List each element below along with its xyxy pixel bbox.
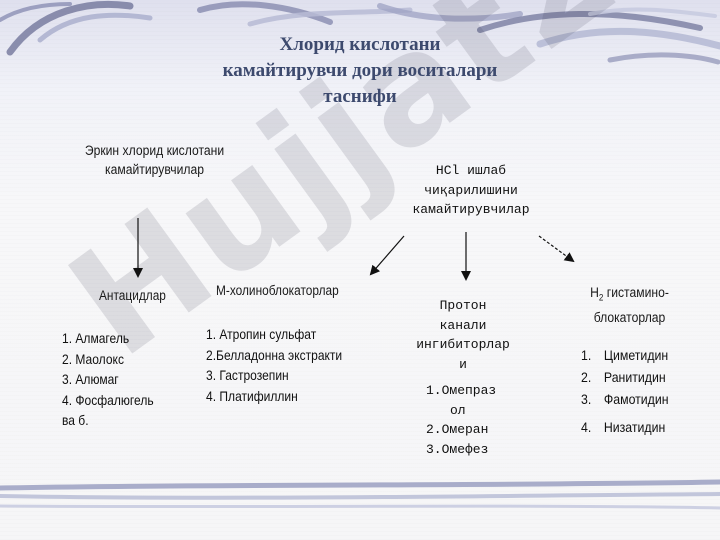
swoosh-top-mid-3 xyxy=(377,3,523,22)
antacid-item: 1. Алмагель xyxy=(62,330,130,346)
m-cholinoblocker-item: 1. Атропин сульфат xyxy=(206,326,317,342)
h2-item: 1. Циметидин xyxy=(581,344,669,366)
proton-heading-line: Протон xyxy=(439,298,487,313)
m-cholinoblocker-item: 4. Платифиллин xyxy=(206,387,298,404)
m-cholinoblockers-heading: М-холиноблокаторлар xyxy=(216,283,339,298)
title-line-3: таснифи xyxy=(323,86,397,107)
free-acid-line-1: Эркин хлорид кислотани xyxy=(84,143,225,158)
hcl-line-1: HCl ишлаб xyxy=(435,163,507,178)
swoosh-bottom-2 xyxy=(0,492,720,500)
swoosh-top-left-3 xyxy=(0,2,72,22)
m-cholinoblocker-item: 3. Гастрозепин xyxy=(206,367,289,383)
h2-blockers-list: 1. Циметидин 2. Ранитидин 3. Фамотидин 4. Ни… xyxy=(581,344,681,438)
arrow-to-m-cholinoblockers xyxy=(369,235,405,276)
free-acid-label: Эркин хлорид кислотани камайтирувчилар xyxy=(78,141,231,179)
proton-pump-heading: Протон канали ингибиторлар и xyxy=(398,296,528,374)
title-line-2: камайтирувчи дори воситалари xyxy=(222,60,498,81)
proton-heading-line: ингибиторлар xyxy=(416,337,510,352)
h2-heading-line-2: блокаторлар xyxy=(593,309,666,325)
h2-item-number: 1. xyxy=(581,347,592,363)
hcl-line-3: камайтирувчилар xyxy=(412,202,530,217)
swoosh-top-right-2 xyxy=(536,27,720,50)
h2-item-number: 4. xyxy=(581,419,592,435)
antacid-item: ва б. xyxy=(62,412,89,428)
h2-blockers-heading: H2 гистамино- блокаторлар xyxy=(580,283,679,327)
arrow-to-h2-blockers xyxy=(538,235,575,263)
h2-heading-line-1: H2 гистамино- xyxy=(580,283,679,308)
free-acid-line-2: камайтирувчилар xyxy=(105,162,204,177)
swoosh-top-right-1 xyxy=(477,11,703,33)
antacids-list: 1. Алмагель 2. Маолокс 3. Алюмаг 4. Фосф… xyxy=(62,328,169,431)
h2-item: 2. Ранитидин xyxy=(581,366,669,388)
h2-heading-h: H xyxy=(590,285,599,300)
proton-pump-list: 1.Омепраз ол 2.Омеран 3.Омефез xyxy=(426,381,496,459)
h2-item-name: Ранитидин xyxy=(603,369,666,385)
proton-item: 1.Омепраз xyxy=(426,383,497,398)
slide-title: Хлорид кислотани камайтирувчи дори восит… xyxy=(120,32,600,110)
h2-heading-sub: 2 xyxy=(598,292,604,303)
swoosh-top-left-2 xyxy=(37,12,153,43)
swoosh-top-left-1 xyxy=(6,0,134,56)
antacid-item: 4. Фосфалюгель xyxy=(62,391,154,408)
h2-heading-rest: гистамино- xyxy=(603,285,669,300)
title-line-1: Хлорид кислотани xyxy=(279,34,441,55)
antacids-heading: Антацидлар xyxy=(99,288,166,303)
swoosh-bottom-1 xyxy=(0,479,720,491)
h2-item-name: Циметидин xyxy=(603,347,669,363)
m-cholinoblocker-item: 2.Белладонна экстракти xyxy=(206,346,343,363)
proton-heading-line: канали xyxy=(439,317,487,333)
h2-item-name: Низатидин xyxy=(603,419,666,435)
swoosh-bottom-3 xyxy=(0,504,720,510)
proton-heading-line: и xyxy=(459,356,467,372)
proton-item: 3.Омефез xyxy=(426,441,489,457)
hcl-line-2: чиқарилишини xyxy=(424,182,518,198)
h2-item: 3. Фамотидин xyxy=(581,388,669,410)
swoosh-top-right-3 xyxy=(607,52,720,65)
m-cholinoblockers-list: 1. Атропин сульфат 2.Белладонна экстракт… xyxy=(206,324,364,406)
h2-item-name: Фамотидин xyxy=(603,391,669,407)
proton-item: 2.Омеран xyxy=(426,422,489,437)
h2-item-number: 2. xyxy=(581,369,592,385)
h2-item: 4. Низатидин xyxy=(581,416,669,438)
swoosh-top-right-4 xyxy=(588,7,717,18)
antacid-item: 3. Алюмаг xyxy=(62,371,119,387)
hcl-production-label: HCl ишлаб чиқарилишини камайтирувчилар xyxy=(386,161,556,220)
h2-item-number: 3. xyxy=(581,391,592,407)
proton-item: ол xyxy=(450,402,466,418)
swoosh-top-mid-1 xyxy=(197,1,333,25)
antacid-item: 2. Маолокс xyxy=(62,350,124,367)
